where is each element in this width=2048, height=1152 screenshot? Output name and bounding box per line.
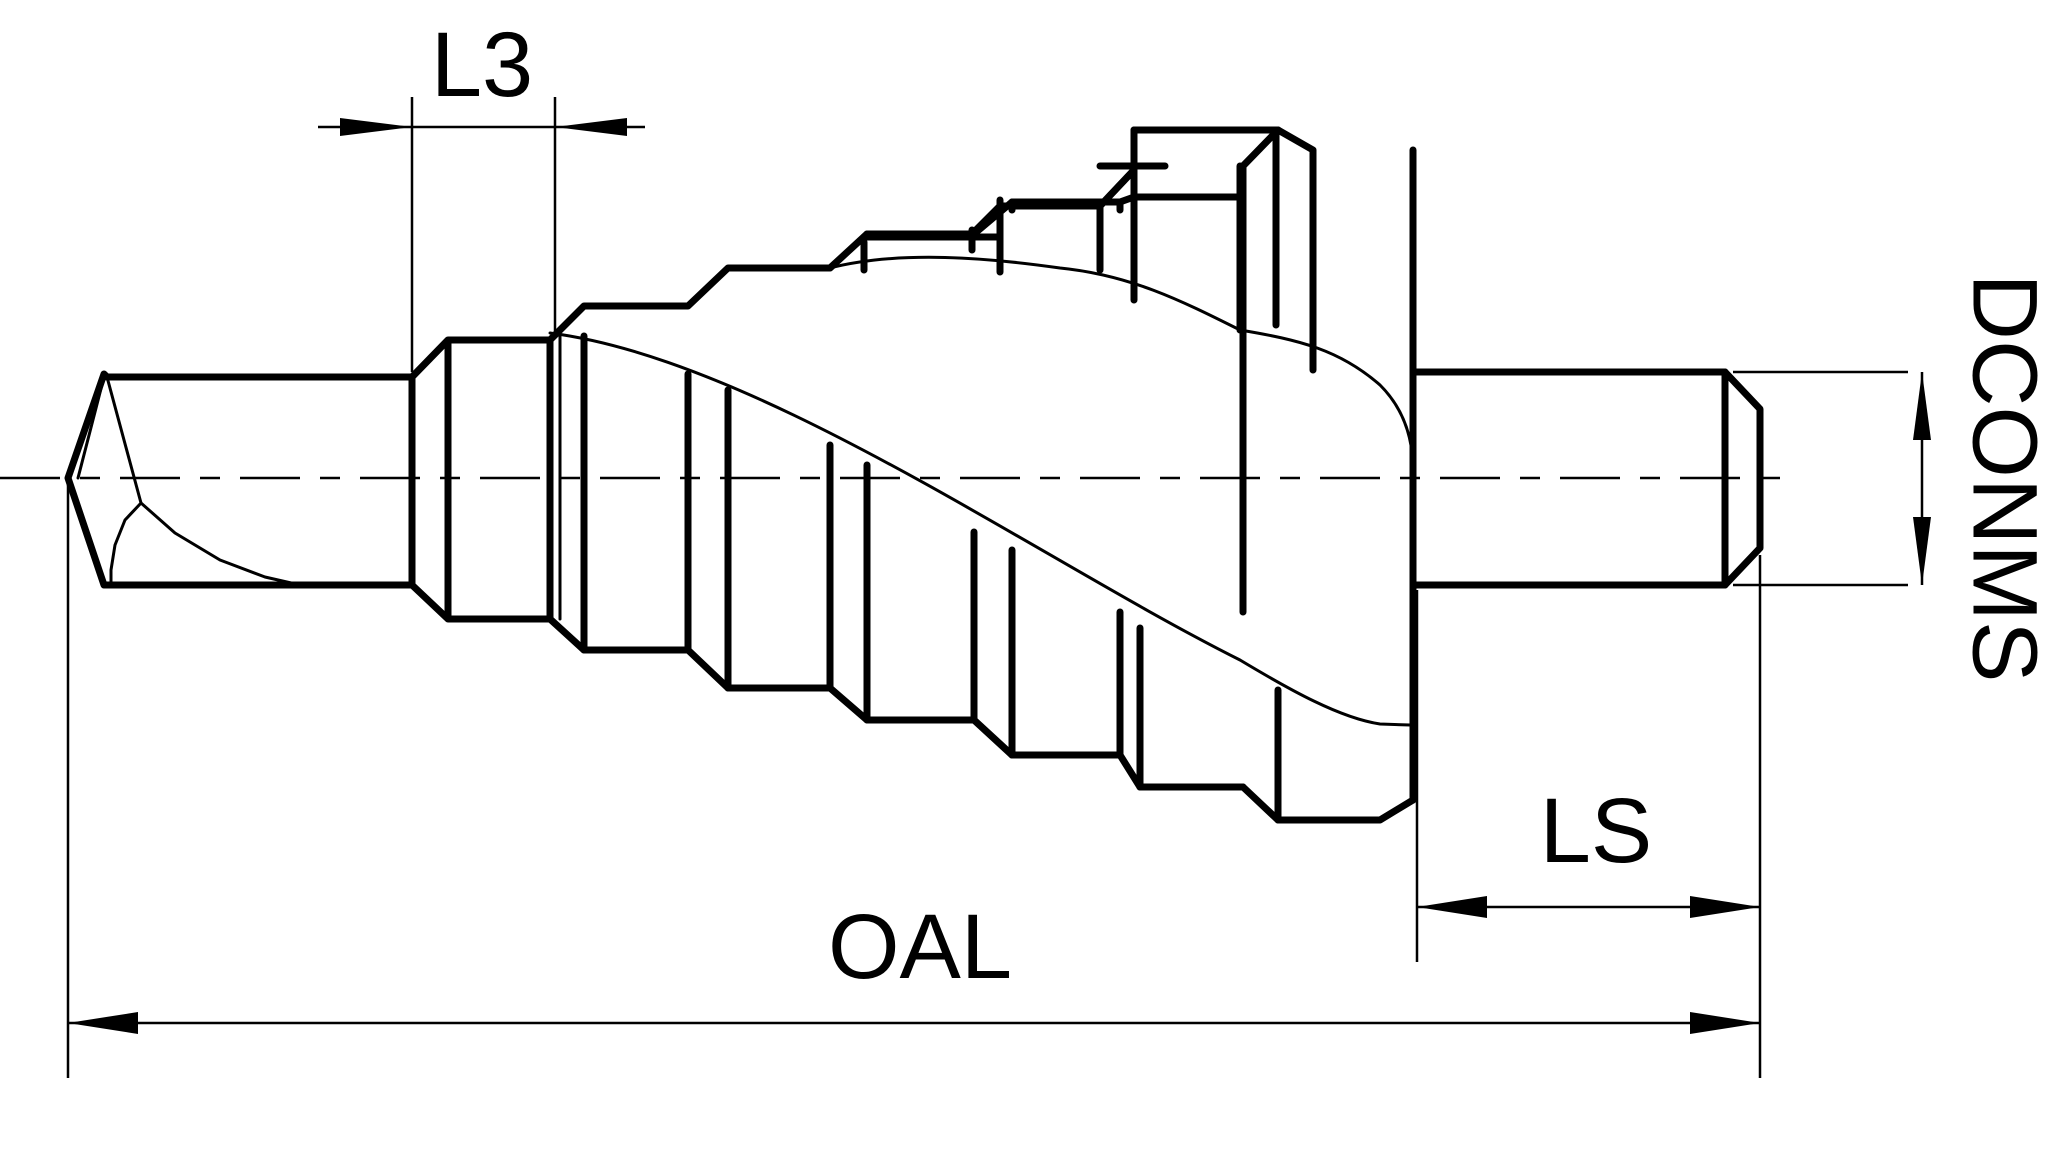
oal-label: OAL — [828, 896, 1012, 998]
step-1 — [408, 336, 554, 623]
dconms-label: DCONMS — [1954, 274, 2048, 683]
flute-back-edge — [828, 255, 1415, 472]
upper-step-rings — [860, 166, 1138, 276]
ls-label: LS — [1540, 780, 1653, 882]
oal-dimension: OAL — [66, 478, 1762, 1078]
l3-label: L3 — [431, 14, 533, 116]
l3-dimension: L3 — [318, 14, 645, 372]
step-2 — [546, 193, 1247, 344]
helical-flute-edge — [548, 331, 1412, 727]
ls-dimension: LS — [1415, 590, 1760, 962]
shank — [1409, 146, 1764, 804]
dconms-dimension: DCONMS — [1733, 274, 2048, 683]
drill-tip — [64, 370, 416, 589]
drill-body — [64, 126, 1417, 824]
